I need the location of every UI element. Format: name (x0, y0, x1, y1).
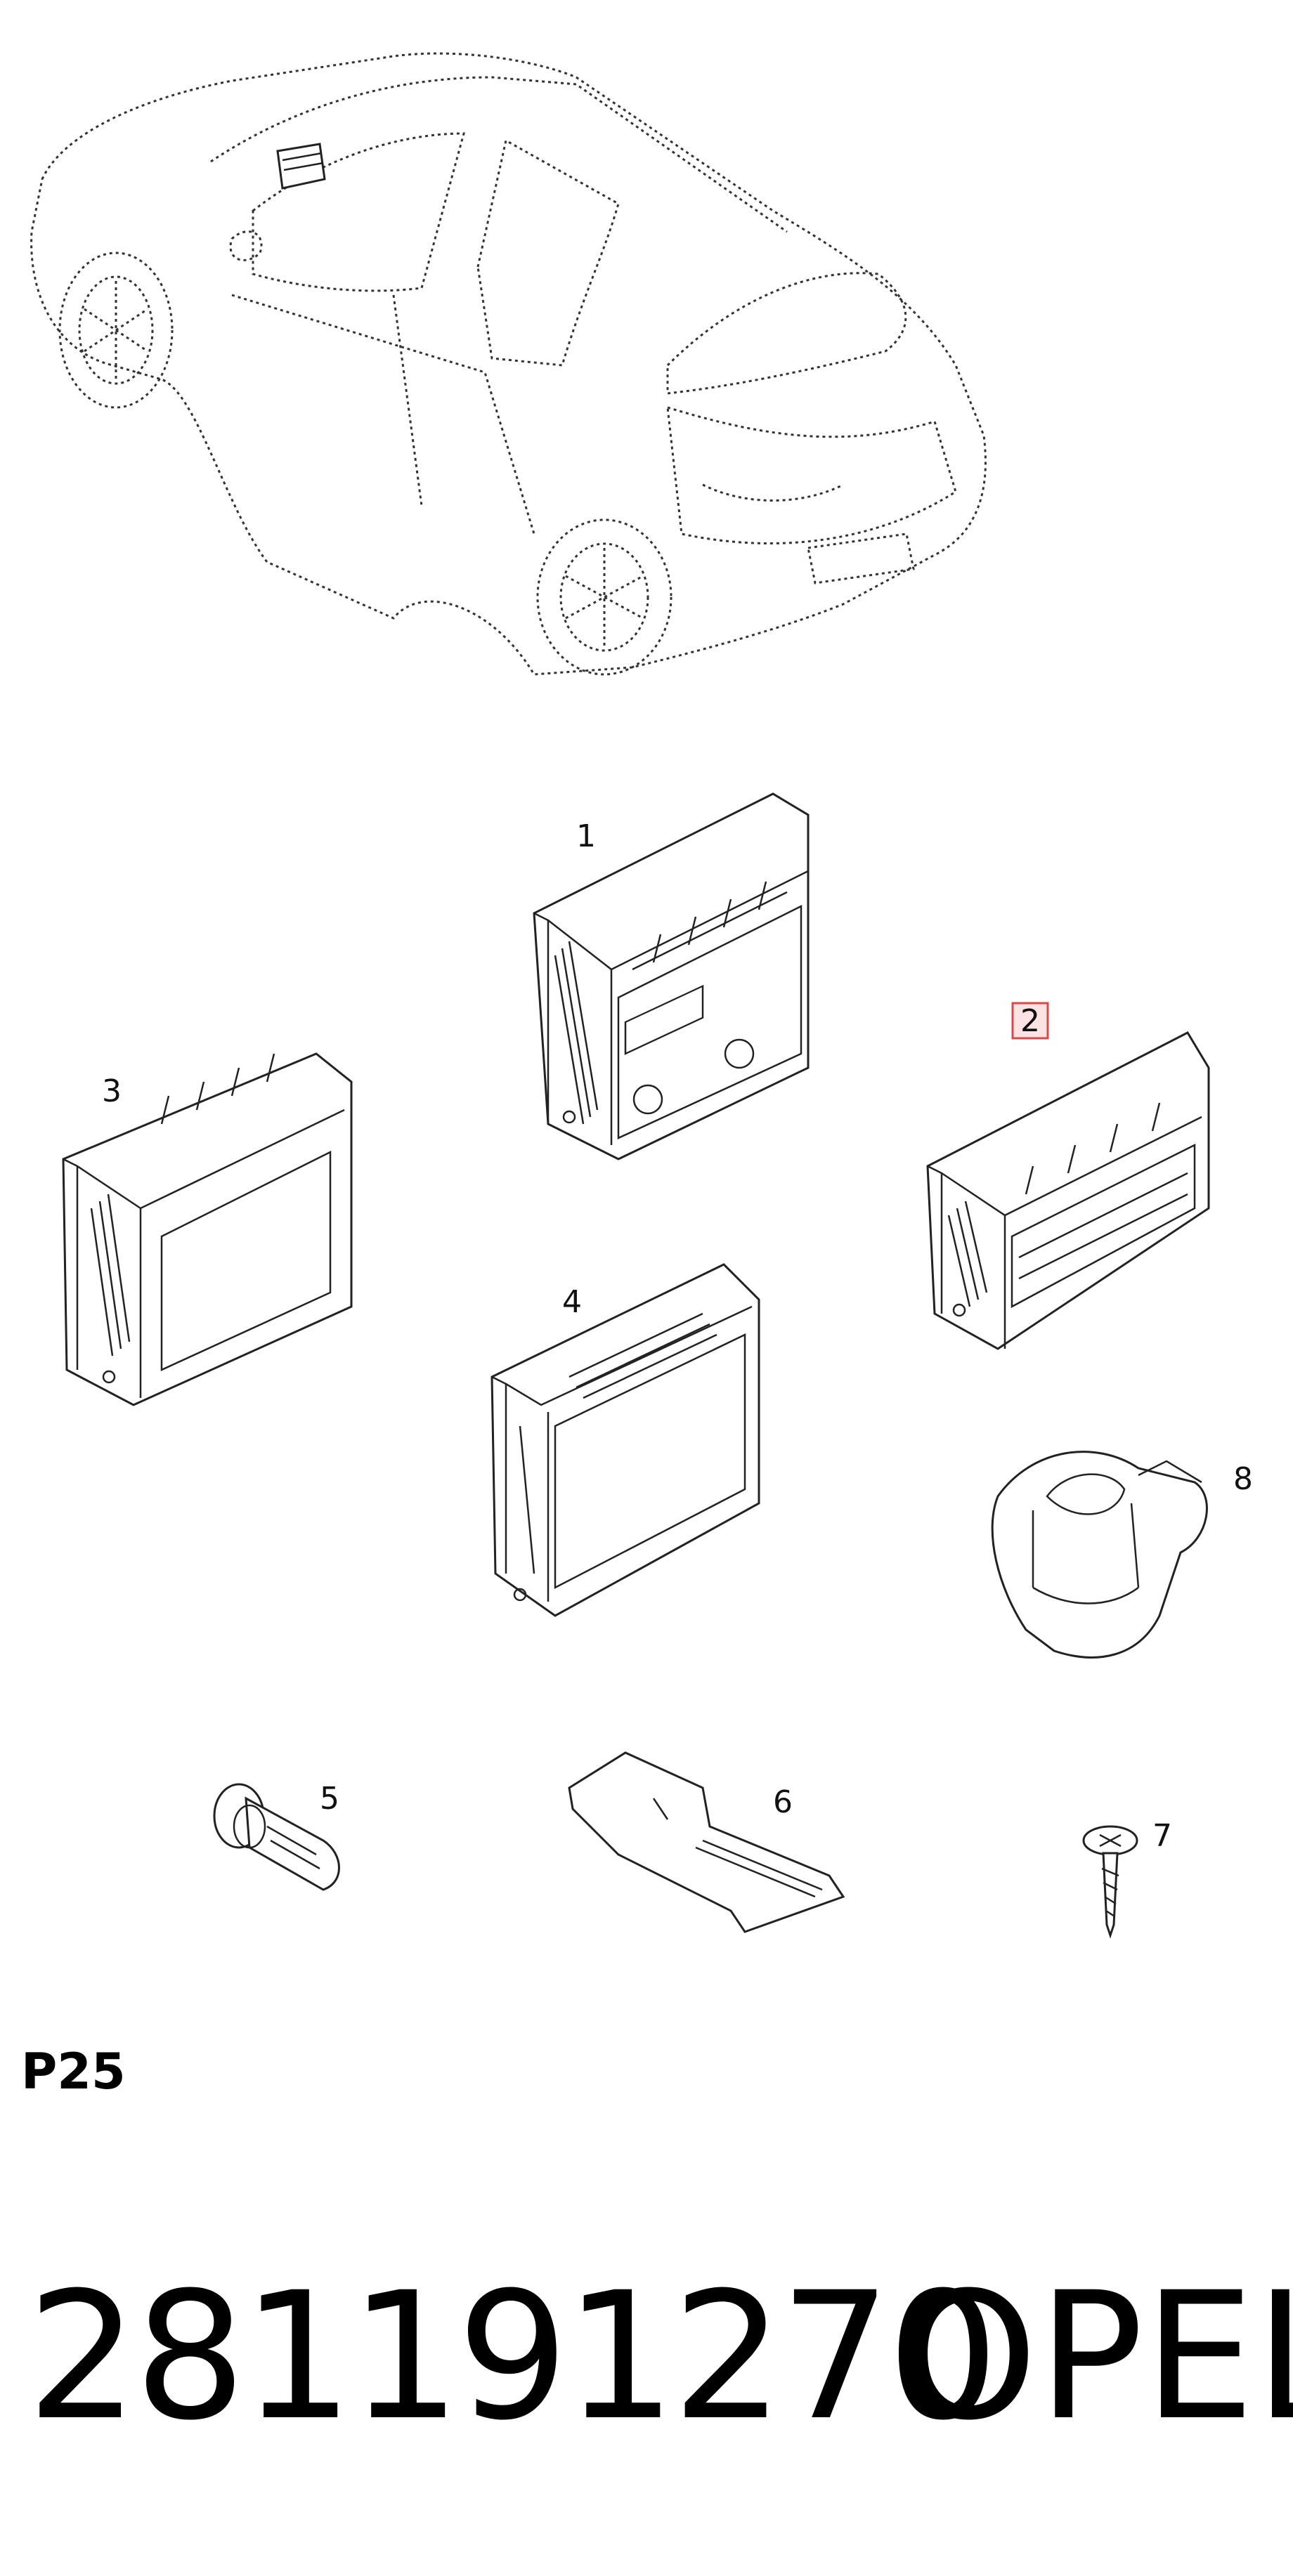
part-3-radio-unit-large (62, 1052, 353, 1406)
vehicle-outline (30, 52, 987, 676)
part-1-radio-unit (533, 792, 810, 1160)
part-number: 281191270 (27, 2254, 999, 2459)
callout-part-2: 2 (1020, 1003, 1040, 1039)
part-4-navigation-display (490, 1263, 760, 1617)
callout-box-part-2 (1011, 1002, 1049, 1040)
callout-part-5: 5 (320, 1781, 339, 1817)
part-5-bulb (213, 1783, 340, 1891)
callout-part-4: 4 (562, 1284, 582, 1320)
callout-part-7: 7 (1152, 1818, 1172, 1854)
part-6-bracket (568, 1751, 845, 1933)
callout-part-1: 1 (576, 818, 596, 854)
section-code: P25 (21, 2043, 126, 2100)
brand-name: OPEL (899, 2254, 1293, 2459)
part-8-sensor-housing (991, 1451, 1208, 1659)
part-2-radio-unit-display (926, 1031, 1210, 1350)
part-7-screw (1082, 1825, 1138, 1939)
callout-part-3: 3 (102, 1073, 122, 1109)
callout-part-8: 8 (1233, 1461, 1253, 1497)
callout-part-6: 6 (773, 1784, 793, 1820)
